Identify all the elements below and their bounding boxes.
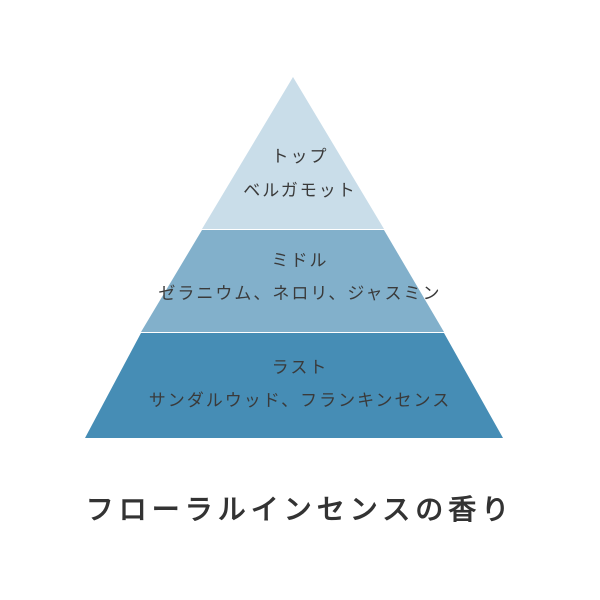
tier-middle-shape: [141, 230, 444, 332]
tier-bottom-shape: [85, 333, 503, 438]
tier-middle-notes: ゼラニウム、ネロリ、ジャスミン: [158, 284, 442, 304]
diagram-title: フローラルインセンスの香り: [85, 493, 515, 526]
tier-middle-name: ミドル: [271, 251, 329, 271]
tier-top-notes: ベルガモット: [243, 181, 357, 201]
tier-bottom-name: ラスト: [271, 358, 329, 378]
tier-top-shape: [202, 77, 384, 229]
tier-top-name: トップ: [271, 147, 329, 167]
tier-bottom-notes: サンダルウッド、フランキンセンス: [148, 391, 452, 411]
